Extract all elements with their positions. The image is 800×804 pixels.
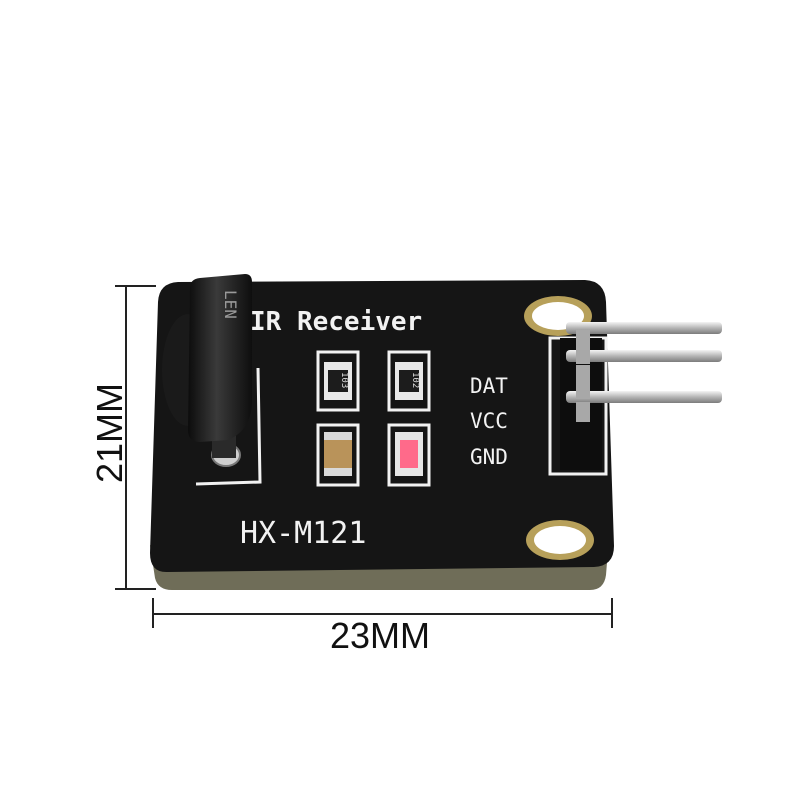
pcb-board — [150, 280, 614, 573]
ir-sensor-body — [188, 274, 252, 442]
sensor-outline-silkscreen — [195, 367, 262, 486]
header-pins — [566, 322, 722, 422]
pin-label-vcc: VCC — [470, 409, 508, 433]
width-dimension-line — [152, 598, 613, 628]
capacitor-outline — [316, 423, 360, 487]
resistor-1-outline — [316, 350, 360, 412]
width-dimension-label: 23MM — [330, 615, 431, 656]
resistor-1-marking: 103 — [339, 372, 349, 388]
model-label: HX-M121 — [240, 516, 366, 551]
led-outline — [387, 423, 431, 487]
height-dimension-line — [115, 285, 156, 590]
sensor-marking: LEN — [221, 290, 240, 319]
resistor-2-marking: 102 — [410, 372, 420, 388]
pin-label-gnd: GND — [470, 445, 508, 469]
board-title: IR Receiver — [250, 307, 422, 337]
height-dimension-label: 21MM — [89, 382, 130, 484]
resistor-2-outline — [387, 350, 431, 412]
pin-label-dat: DAT — [470, 374, 508, 398]
